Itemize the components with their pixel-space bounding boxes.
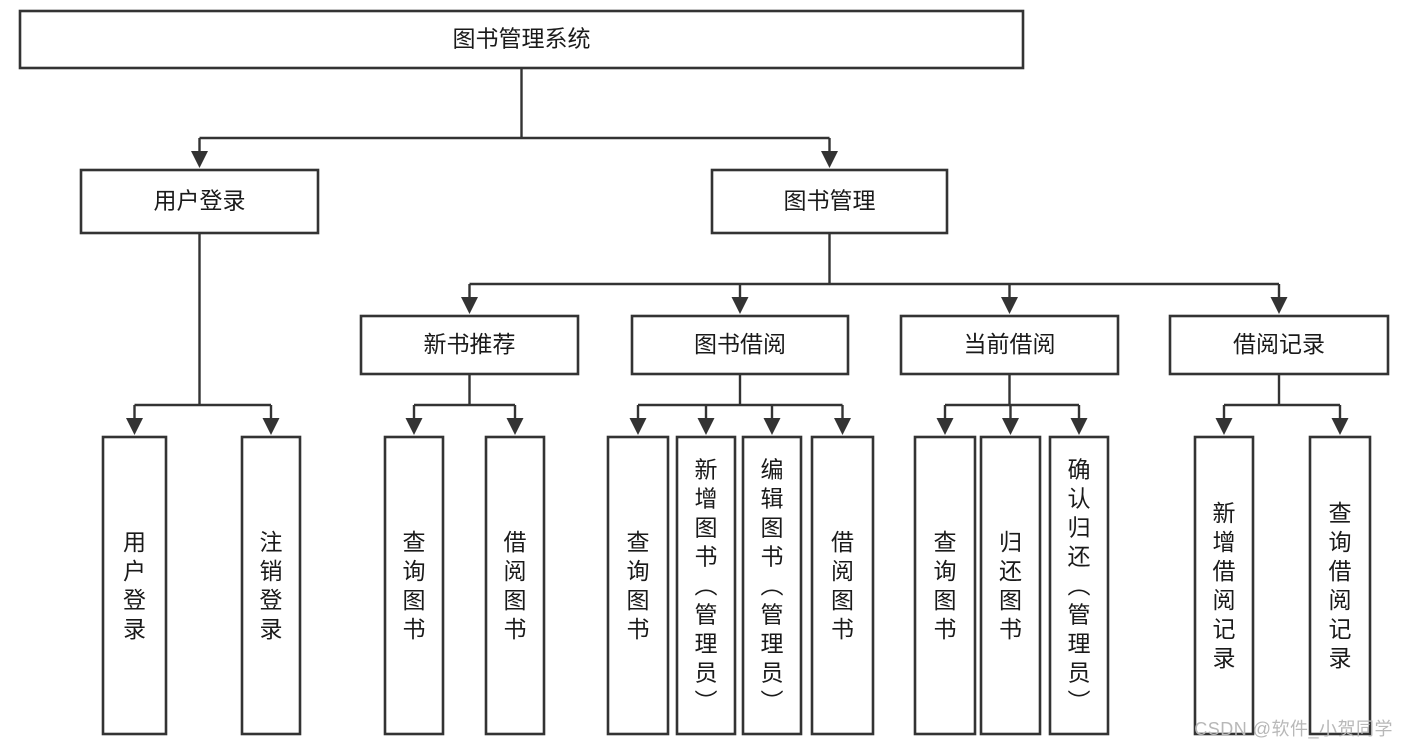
node-box-leaf-borrow-book-2[interactable] xyxy=(810,435,875,736)
node-label-leaf-confirm-return: 确认归还︵管理员︶ xyxy=(1068,457,1091,715)
node-box-leaf-borrow-book-1[interactable] xyxy=(484,435,546,736)
node-label-leaf-query-book-1: 查询图书 xyxy=(403,529,426,642)
node-label-book-borrow: 图书借阅 xyxy=(694,331,786,357)
node-box-root[interactable] xyxy=(18,9,1025,70)
node-leaf-borrow-book-1[interactable]: 借阅图书 xyxy=(484,435,546,736)
node-box-book-borrow[interactable] xyxy=(630,314,850,376)
node-box-leaf-add-record[interactable] xyxy=(1193,435,1255,736)
node-label-book-manage: 图书管理 xyxy=(784,188,876,214)
connector-group-book_manage xyxy=(461,233,1288,314)
node-box-new-book-rec[interactable] xyxy=(359,314,580,376)
node-new-book-rec[interactable]: 新书推荐 xyxy=(359,314,580,376)
node-leaf-query-book-3[interactable]: 查询图书 xyxy=(913,435,977,736)
connector-group-root xyxy=(191,68,838,168)
node-leaf-add-book[interactable]: 新增图书︵管理员︶ xyxy=(675,435,737,736)
node-box-user-login[interactable] xyxy=(79,168,320,235)
node-label-leaf-add-book: 新增图书︵管理员︶ xyxy=(695,457,718,715)
node-label-leaf-borrow-book-1: 借阅图书 xyxy=(504,529,527,642)
node-label-leaf-add-record: 新增借阅记录 xyxy=(1213,500,1236,671)
node-box-borrow-record[interactable] xyxy=(1168,314,1390,376)
node-box-leaf-query-book-3[interactable] xyxy=(913,435,977,736)
node-label-root: 图书管理系统 xyxy=(453,26,591,52)
node-box-leaf-query-record[interactable] xyxy=(1308,435,1372,736)
node-label-leaf-logout: 注销登录 xyxy=(260,529,283,642)
connector-layer xyxy=(126,68,1349,435)
connector-group-book_borrow xyxy=(629,374,851,435)
node-label-leaf-query-record: 查询借阅记录 xyxy=(1329,500,1352,671)
node-box-leaf-query-book-1[interactable] xyxy=(383,435,445,736)
node-box-leaf-edit-book[interactable] xyxy=(741,435,803,736)
node-label-new-book-rec: 新书推荐 xyxy=(424,331,516,357)
connector-group-new_book_rec xyxy=(405,374,524,435)
node-book-borrow[interactable]: 图书借阅 xyxy=(630,314,850,376)
node-leaf-query-book-2[interactable]: 查询图书 xyxy=(606,435,670,736)
node-borrow-record[interactable]: 借阅记录 xyxy=(1168,314,1390,376)
node-label-leaf-query-book-2: 查询图书 xyxy=(627,529,650,642)
node-leaf-confirm-return[interactable]: 确认归还︵管理员︶ xyxy=(1048,435,1110,736)
node-box-leaf-logout[interactable] xyxy=(240,435,302,736)
node-leaf-logout[interactable]: 注销登录 xyxy=(240,435,302,736)
node-box-leaf-user-login[interactable] xyxy=(101,435,168,736)
node-book-manage[interactable]: 图书管理 xyxy=(710,168,949,235)
node-label-borrow-record: 借阅记录 xyxy=(1233,331,1325,357)
node-label-current-borrow: 当前借阅 xyxy=(964,331,1056,357)
node-leaf-edit-book[interactable]: 编辑图书︵管理员︶ xyxy=(741,435,803,736)
node-leaf-query-record[interactable]: 查询借阅记录 xyxy=(1308,435,1372,736)
node-leaf-return-book[interactable]: 归还图书 xyxy=(979,435,1042,736)
node-leaf-user-login[interactable]: 用户登录 xyxy=(101,435,168,736)
connector-group-user_login xyxy=(126,233,280,435)
node-user-login[interactable]: 用户登录 xyxy=(79,168,320,235)
node-label-leaf-query-book-3: 查询图书 xyxy=(934,529,957,642)
node-box-leaf-query-book-2[interactable] xyxy=(606,435,670,736)
node-label-leaf-user-login: 用户登录 xyxy=(123,529,146,642)
node-layer: 图书管理系统用户登录图书管理新书推荐图书借阅当前借阅借阅记录用户登录注销登录查询… xyxy=(18,9,1390,736)
node-box-leaf-confirm-return[interactable] xyxy=(1048,435,1110,736)
connector-group-current_borrow xyxy=(936,374,1088,435)
node-label-leaf-borrow-book-2: 借阅图书 xyxy=(831,529,854,642)
node-label-leaf-return-book: 归还图书 xyxy=(999,529,1022,642)
node-box-current-borrow[interactable] xyxy=(899,314,1120,376)
node-root[interactable]: 图书管理系统 xyxy=(18,9,1025,70)
node-box-leaf-add-book[interactable] xyxy=(675,435,737,736)
node-label-leaf-edit-book: 编辑图书︵管理员︶ xyxy=(761,457,784,715)
node-box-leaf-return-book[interactable] xyxy=(979,435,1042,736)
node-current-borrow[interactable]: 当前借阅 xyxy=(899,314,1120,376)
node-label-user-login: 用户登录 xyxy=(154,188,246,214)
node-leaf-query-book-1[interactable]: 查询图书 xyxy=(383,435,445,736)
connector-group-borrow_record xyxy=(1215,374,1349,435)
node-leaf-add-record[interactable]: 新增借阅记录 xyxy=(1193,435,1255,736)
node-leaf-borrow-book-2[interactable]: 借阅图书 xyxy=(810,435,875,736)
node-box-book-manage[interactable] xyxy=(710,168,949,235)
